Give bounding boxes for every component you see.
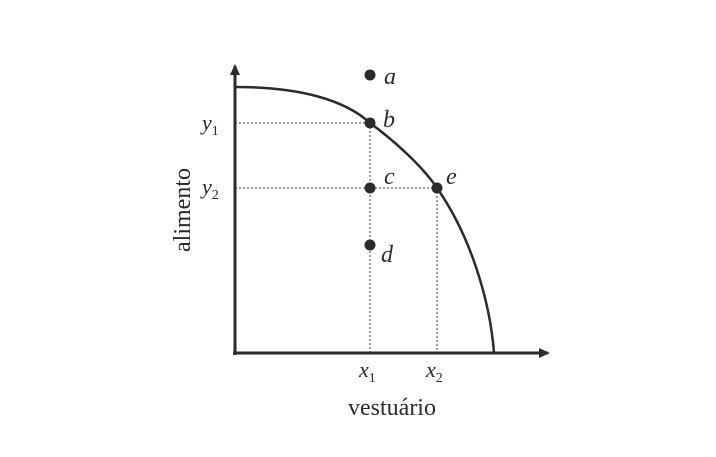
x-tick-1-base: x — [358, 357, 369, 382]
label-c: c — [384, 164, 395, 190]
label-e: e — [446, 164, 457, 190]
x-tick-2-base: x — [425, 357, 436, 382]
x-tick-2: x2 — [425, 357, 443, 386]
frontier-curve — [234, 85, 496, 354]
x-axis-title: vestuário — [348, 395, 436, 421]
y-axis-title: alimento — [170, 168, 196, 252]
point-e — [431, 182, 443, 194]
y-tick-1: y1 — [200, 110, 219, 139]
y-tick-2: y2 — [200, 174, 219, 203]
label-a: a — [384, 64, 396, 90]
x-tick-1-sub: 1 — [369, 371, 376, 386]
point-c — [364, 182, 376, 194]
x-tick-1: x1 — [358, 357, 376, 386]
y-tick-2-base: y — [200, 174, 212, 199]
y-tick-1-sub: 1 — [212, 124, 219, 139]
label-b: b — [383, 107, 395, 133]
point-a — [364, 69, 376, 81]
label-d: d — [381, 242, 394, 268]
y-tick-1-base: y — [200, 110, 212, 135]
y-tick-2-sub: 2 — [212, 188, 219, 203]
point-d — [364, 239, 376, 251]
point-b — [364, 117, 376, 129]
x-tick-2-sub: 2 — [436, 371, 443, 386]
